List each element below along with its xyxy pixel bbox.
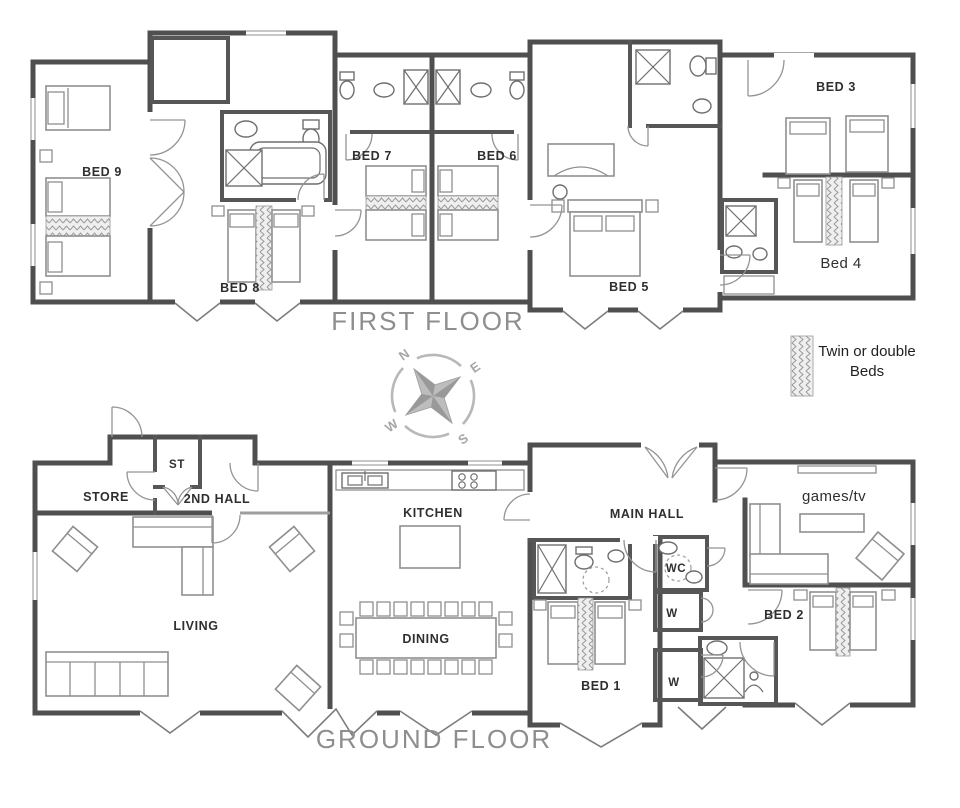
bed7-label: BED 7 bbox=[352, 149, 392, 163]
bed5-ensuite bbox=[628, 40, 722, 128]
bed9-label: BED 9 bbox=[82, 165, 122, 179]
first-floor-windows bbox=[29, 29, 918, 266]
legend-line2: Beds bbox=[850, 363, 884, 380]
st-closet-walls bbox=[153, 435, 202, 515]
first-floor-plan: BED 9 BED 8 BED 7 BED 6 BED 5 BED 3 Bed … bbox=[29, 29, 918, 336]
main-hall-label: MAIN HALL bbox=[610, 507, 684, 521]
ground-floor-plan: STORE ST 2ND HALL LIVING KITCHEN DINING … bbox=[31, 406, 918, 754]
living-label: LIVING bbox=[173, 619, 218, 633]
ground-floor-break-marks bbox=[139, 702, 851, 748]
dining-furniture bbox=[339, 601, 513, 675]
second-hall-label: 2ND HALL bbox=[184, 492, 251, 506]
ground-floor-windows bbox=[31, 459, 918, 640]
bed4-beds bbox=[777, 176, 895, 246]
first-floor-break-marks bbox=[174, 302, 684, 331]
bed8-label: BED 8 bbox=[220, 281, 260, 295]
bed4-ensuite bbox=[720, 198, 778, 295]
compass-east-label: E bbox=[467, 358, 483, 375]
bed2-beds bbox=[793, 587, 896, 657]
bed1-label: BED 1 bbox=[581, 679, 621, 693]
legend-line1: Twin or double bbox=[818, 343, 916, 360]
bed2-label: BED 2 bbox=[764, 608, 804, 622]
gf-bath-fixtures bbox=[703, 640, 764, 699]
legend: Twin or double Beds bbox=[790, 335, 916, 397]
legend-swatch bbox=[790, 335, 814, 397]
dining-label: DINING bbox=[402, 632, 449, 646]
first-floor-doors bbox=[149, 59, 785, 286]
store-label: STORE bbox=[83, 490, 129, 504]
first-floor-title: FIRST FLOOR bbox=[331, 306, 524, 336]
compass-north-label: N bbox=[396, 346, 412, 364]
bed5-furniture bbox=[547, 143, 659, 277]
bed1-ensuite-fixtures bbox=[537, 544, 625, 594]
w2-label: W bbox=[668, 677, 679, 689]
ground-floor-wall-openings bbox=[140, 441, 850, 730]
bed4-label: Bed 4 bbox=[820, 255, 861, 272]
living-furniture bbox=[45, 516, 322, 712]
kitchen-furniture bbox=[335, 469, 525, 569]
bed7-beds bbox=[365, 165, 427, 241]
bed1-beds bbox=[533, 597, 642, 671]
bed3-label: BED 3 bbox=[816, 80, 856, 94]
bed6-beds bbox=[437, 165, 499, 241]
games-tv-furniture bbox=[749, 465, 906, 585]
games-tv-label: games/tv bbox=[802, 488, 866, 505]
compass-rose: N E S W bbox=[382, 346, 483, 448]
gf-bath-walls bbox=[698, 636, 778, 706]
kitchen-label: KITCHEN bbox=[403, 506, 463, 520]
bed5-label: BED 5 bbox=[609, 280, 649, 294]
st-label: ST bbox=[169, 459, 185, 471]
ground-floor-title: GROUND FLOOR bbox=[316, 724, 552, 754]
bed8-top-bath-walls bbox=[150, 36, 230, 104]
compass-south-label: S bbox=[455, 430, 471, 447]
ground-floor-doors bbox=[111, 406, 783, 678]
kitchen-block-walls bbox=[327, 460, 533, 716]
compass-west-label: W bbox=[382, 416, 401, 436]
bed3-beds bbox=[785, 115, 889, 175]
bed8-beds bbox=[211, 205, 315, 291]
bed6-label: BED 6 bbox=[477, 149, 517, 163]
bed8-ensuite bbox=[220, 110, 332, 204]
wc-fixtures bbox=[658, 541, 703, 584]
bed7-6-bathrooms bbox=[339, 69, 525, 134]
w1-walls bbox=[653, 590, 703, 632]
wc-label: WC bbox=[666, 563, 686, 575]
bed9-furniture bbox=[39, 85, 111, 295]
w1-label: W bbox=[666, 608, 677, 620]
